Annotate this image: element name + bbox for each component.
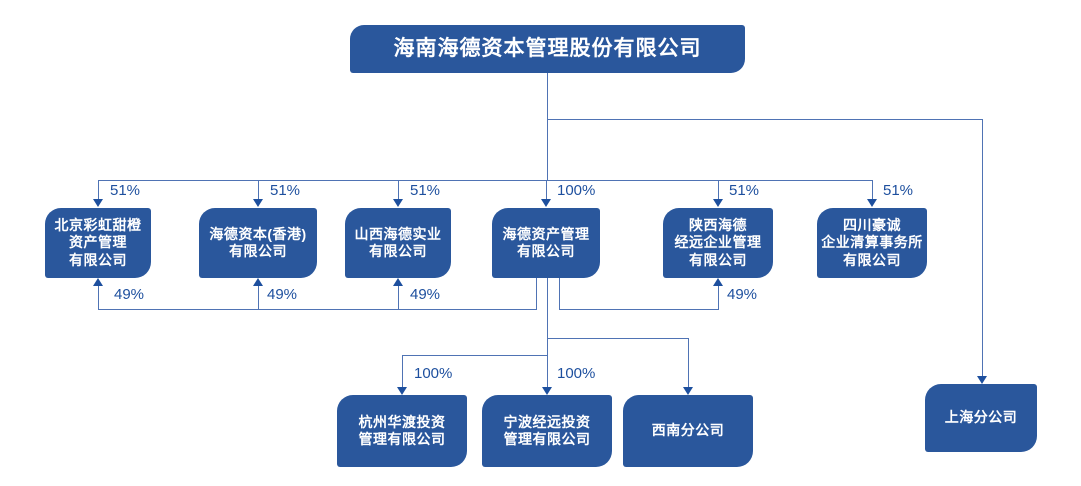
node-haide-asset-management: 海德资产管理 有限公司 — [492, 208, 600, 278]
node-label-line: 管理有限公司 — [358, 431, 446, 447]
node-label-line: 企业清算事务所 — [821, 234, 923, 251]
connector-line — [559, 278, 560, 310]
arrowhead-down-icon — [977, 376, 987, 384]
arrowhead-up-icon — [393, 278, 403, 286]
arrowhead-down-icon — [713, 199, 723, 207]
node-xinan-branch: 西南分公司 — [623, 395, 753, 467]
node-label-line: 西南分公司 — [651, 422, 725, 439]
connector-line — [258, 286, 259, 310]
arrowhead-down-icon — [397, 387, 407, 395]
node-label-line: 经远企业管理 — [674, 234, 762, 251]
arrowhead-down-icon — [541, 199, 551, 207]
arrowhead-down-icon — [867, 199, 877, 207]
ownership-label: 49% — [267, 286, 298, 303]
node-shanghai-branch: 上海分公司 — [925, 384, 1037, 452]
node-label-line: 有限公司 — [69, 251, 127, 268]
node-hangzhou-huadu: 杭州华渡投资 管理有限公司 — [337, 395, 467, 467]
node-label-line: 北京彩虹甜橙 — [54, 216, 142, 233]
arrowhead-up-icon — [713, 278, 723, 286]
node-label-line: 陕西海德 — [689, 216, 747, 233]
node-label-line: 有限公司 — [689, 251, 747, 268]
connector-line — [718, 180, 719, 200]
ownership-label: 100% — [557, 182, 596, 199]
node-label-line: 山西海德实业 — [354, 225, 442, 242]
ownership-label: 100% — [557, 365, 596, 382]
connector-line — [718, 286, 719, 310]
connector-line — [547, 278, 548, 389]
node-label-line: 有限公司 — [229, 243, 287, 259]
node-label-line: 上海分公司 — [944, 409, 1018, 426]
arrowhead-down-icon — [253, 199, 263, 207]
connector-line — [258, 180, 259, 200]
node-label-line: 四川豪诚 — [843, 216, 901, 233]
ownership-label: 51% — [410, 182, 441, 199]
node-shaanxi-haide-jingyuan: 陕西海德 经远企业管理 有限公司 — [663, 208, 773, 278]
ownership-label: 51% — [110, 182, 141, 199]
ownership-label: 51% — [729, 182, 760, 199]
ownership-label: 49% — [410, 286, 441, 303]
connector-line — [398, 180, 399, 200]
node-label-line: 有限公司 — [517, 243, 575, 259]
ownership-label: 100% — [414, 365, 453, 382]
node-label-line: 有限公司 — [843, 251, 901, 268]
arrowhead-down-icon — [393, 199, 403, 207]
connector-line — [536, 278, 537, 310]
node-label-line: 海南海德资本管理股份有限公司 — [393, 37, 702, 60]
node-sichuan-haocheng: 四川豪诚 企业清算事务所 有限公司 — [817, 208, 927, 278]
connector-line — [547, 73, 548, 180]
node-label-line: 海德资产管理 — [502, 225, 590, 242]
node-root-company: 海南海德资本管理股份有限公司 — [350, 25, 745, 73]
arrowhead-down-icon — [542, 387, 552, 395]
node-label-line: 宁波经远投资 — [503, 413, 591, 430]
ownership-label: 51% — [270, 182, 301, 199]
connector-line — [402, 355, 403, 389]
connector-line — [402, 355, 548, 356]
connector-line — [398, 286, 399, 310]
connector-line — [547, 338, 689, 339]
connector-line — [559, 309, 719, 310]
ownership-label: 51% — [883, 182, 914, 199]
node-beijing-caihong: 北京彩虹甜橙 资产管理 有限公司 — [45, 208, 151, 278]
node-ningbo-jingyuan: 宁波经远投资 管理有限公司 — [482, 395, 612, 467]
arrowhead-down-icon — [683, 387, 693, 395]
connector-line — [98, 180, 99, 200]
connector-line — [872, 180, 873, 200]
connector-line — [982, 119, 983, 378]
connector-line — [546, 180, 547, 200]
arrowhead-down-icon — [93, 199, 103, 207]
node-label-line: 有限公司 — [369, 243, 427, 259]
node-shanxi-haide-industry: 山西海德实业 有限公司 — [345, 208, 451, 278]
connector-line — [98, 286, 99, 310]
ownership-label: 49% — [114, 286, 145, 303]
ownership-label: 49% — [727, 286, 758, 303]
arrowhead-up-icon — [93, 278, 103, 286]
connector-line — [98, 309, 537, 310]
connector-line — [688, 338, 689, 389]
arrowhead-up-icon — [253, 278, 263, 286]
node-label-line: 资产管理 — [69, 234, 127, 251]
node-label-line: 杭州华渡投资 — [358, 413, 446, 430]
node-haide-capital-hongkong: 海德资本(香港) 有限公司 — [199, 208, 317, 278]
node-label-line: 管理有限公司 — [503, 431, 591, 447]
connector-line — [547, 119, 983, 120]
node-label-line: 海德资本(香港) — [209, 225, 307, 242]
connector-line — [98, 180, 873, 181]
